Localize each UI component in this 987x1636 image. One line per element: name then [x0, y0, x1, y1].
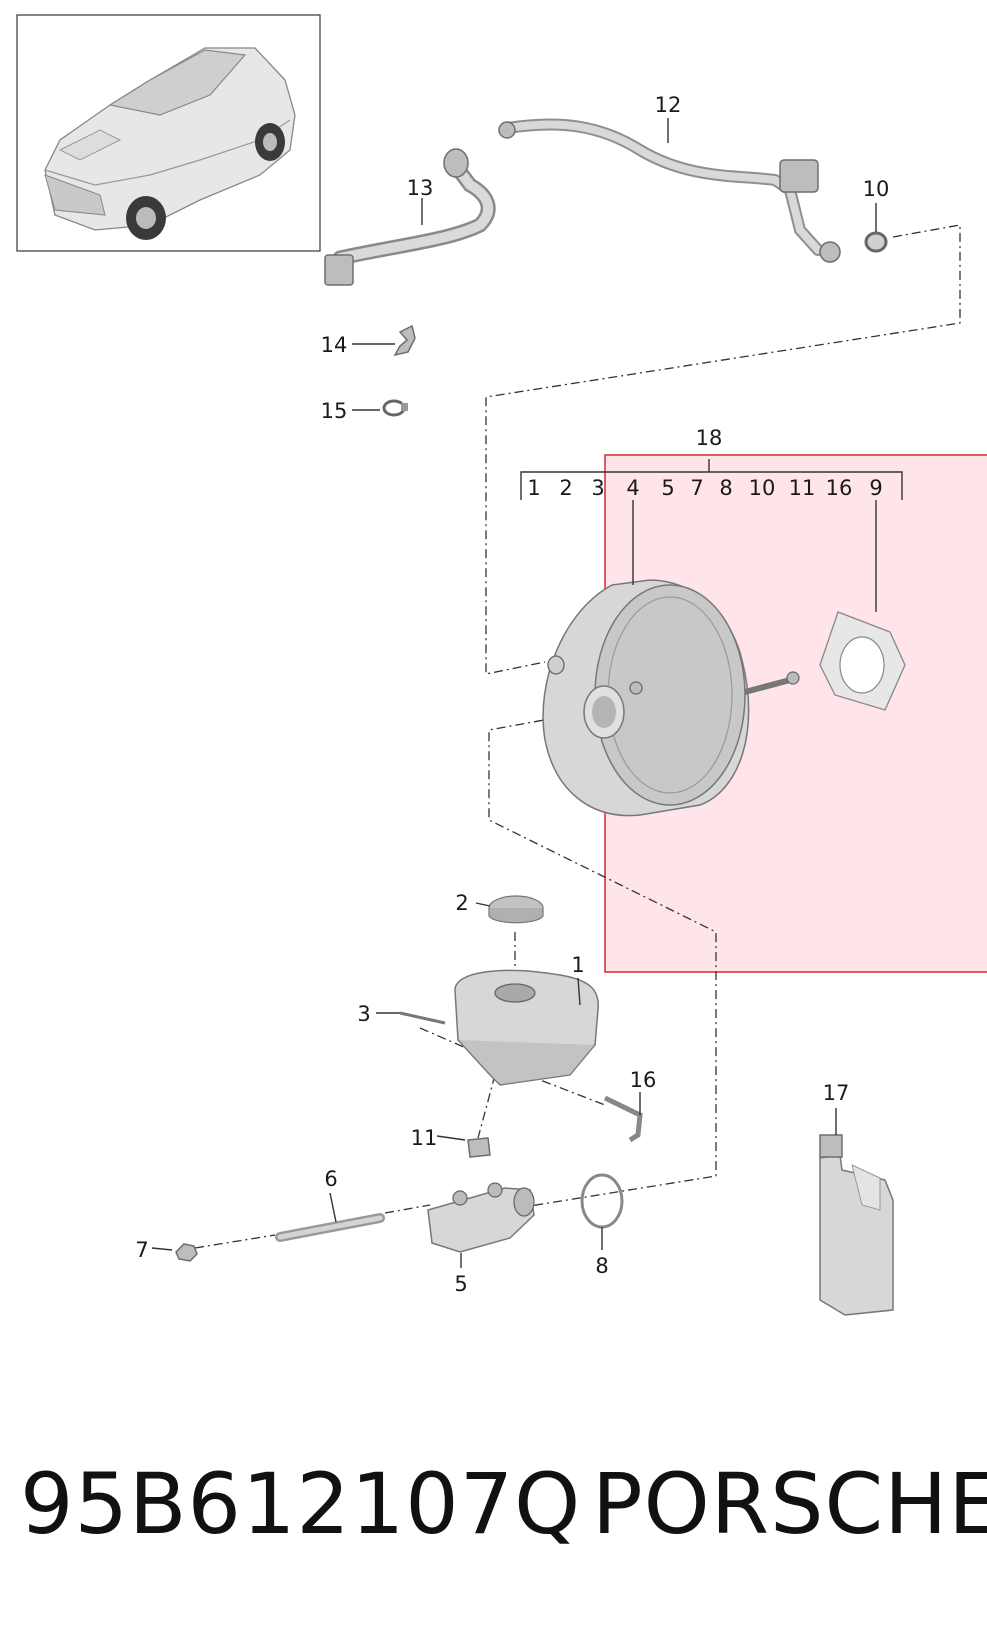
leader-lines — [151, 118, 877, 1268]
vacuum-line-part — [498, 118, 841, 263]
assembly-line-reservoir-grommet — [477, 1074, 496, 1139]
callout-3: 3 — [357, 1002, 370, 1026]
assembly-line-booster-master — [488, 709, 717, 1207]
clip-part — [393, 324, 416, 357]
callout-2: 2 — [455, 891, 468, 915]
brake-fluid-reservoir-part — [399, 969, 643, 1143]
kit-item-label: 9 — [869, 476, 882, 500]
callout-6: 6 — [324, 1167, 337, 1191]
car-illustration — [44, 47, 296, 240]
callout-5: 5 — [454, 1272, 467, 1296]
reservoir-cap-part — [488, 895, 544, 924]
kit-item-label: 8 — [719, 476, 732, 500]
callout-18: 18 — [696, 426, 723, 450]
kit-item-label: 11 — [789, 476, 816, 500]
check-valve-grommet-part — [864, 231, 888, 253]
kit-bracket — [520, 459, 903, 500]
callout-13: 13 — [407, 176, 434, 200]
callout-16: 16 — [630, 1068, 657, 1092]
assembly-line-10-booster — [485, 224, 961, 675]
vacuum-hose-part — [324, 148, 496, 286]
callout-14: 14 — [321, 333, 348, 357]
callout-7: 7 — [135, 1238, 148, 1262]
brake-fluid-bottle-part — [819, 1134, 894, 1316]
callout-8: 8 — [595, 1254, 608, 1278]
kit-item-label: 1 — [527, 476, 540, 500]
assembly-line-pushrod — [194, 1204, 431, 1249]
master-cylinder-part — [427, 1182, 535, 1253]
kit-item-label: 16 — [826, 476, 853, 500]
kit-item-label: 2 — [559, 476, 572, 500]
kit-item-label: 4 — [626, 476, 639, 500]
nut-part — [175, 1243, 198, 1262]
hose-clamp-part — [382, 399, 408, 417]
gasket-part — [819, 611, 906, 711]
callout-10: 10 — [863, 177, 890, 201]
callout-11: 11 — [411, 1126, 438, 1150]
vehicle-thumbnail — [16, 14, 321, 252]
callout-17: 17 — [823, 1081, 850, 1105]
part-number-label: 95B612107Q — [20, 1455, 582, 1553]
callout-12: 12 — [655, 93, 682, 117]
o-ring-part — [580, 1173, 624, 1229]
kit-item-label: 3 — [591, 476, 604, 500]
kit-item-label: 10 — [749, 476, 776, 500]
push-rod-part — [275, 1213, 385, 1242]
brake-booster-part — [542, 579, 800, 817]
footer: 95B612107Q PORSCHE — [0, 1455, 987, 1565]
kit-item-label: 5 — [661, 476, 674, 500]
callout-15: 15 — [321, 399, 348, 423]
assembly-line-pin — [419, 1027, 606, 1106]
callout-1: 1 — [571, 953, 584, 977]
callout-labels: 12 13 10 14 15 18 2 1 3 16 17 11 6 7 5 8 — [135, 93, 889, 1296]
reservoir-grommet-part — [467, 1137, 491, 1158]
kit-item-label: 7 — [690, 476, 703, 500]
brand-label: PORSCHE — [592, 1455, 987, 1553]
